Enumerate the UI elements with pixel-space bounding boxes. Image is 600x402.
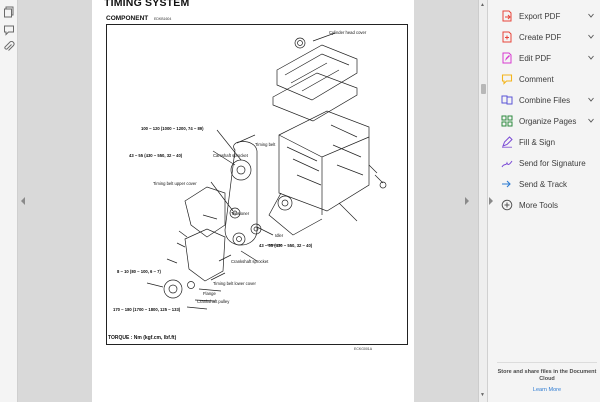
tool-label: Send & Track <box>519 179 568 189</box>
tool-fill-sign[interactable]: Fill & Sign <box>501 133 597 151</box>
tool-label: Export PDF <box>519 11 561 21</box>
document-cloud-text: Store and share files in the Document Cl… <box>497 369 597 382</box>
label-cylinder-head-cover: Cylinder head cover <box>329 30 367 35</box>
learn-more-link[interactable]: Learn More <box>532 387 562 393</box>
fill-sign-icon <box>502 136 513 148</box>
label-camshaft-sprocket: Camshaft sprocket <box>213 153 248 158</box>
tool-label: Edit PDF <box>519 53 552 63</box>
pdf-page: TIMING SYSTEM COMPONENT EDKB1604 <box>92 0 414 402</box>
combine-files-icon <box>501 95 513 105</box>
scroll-up-icon[interactable]: ▲ <box>480 2 485 8</box>
create-pdf-icon <box>502 31 512 43</box>
torque-unit-note: TORQUE : Nm (kgf.cm, lbf.ft) <box>108 335 177 341</box>
send-track-icon <box>502 180 511 188</box>
label-flange: Flange <box>203 291 216 296</box>
label-torque-cover-bolt: 8 ~ 10 (80 ~ 100, 6 ~ 7) <box>117 269 161 274</box>
copy-page-icon[interactable] <box>3 6 15 18</box>
panel-divider <box>487 0 488 402</box>
tool-edit-pdf[interactable]: Edit PDF <box>501 49 597 67</box>
label-torque-camshaft-bolt: 100 ~ 120 (1000 ~ 1200, 74 ~ 89) <box>141 126 204 131</box>
tool-label: Combine Files <box>519 95 571 105</box>
hide-tools-panel-icon[interactable] <box>488 196 494 206</box>
tool-label: Organize Pages <box>519 116 577 126</box>
section-heading: COMPONENT <box>106 15 149 22</box>
tool-organize-pages[interactable]: Organize Pages <box>501 112 597 130</box>
tool-send-for-signature[interactable]: Send for Signature <box>501 154 597 172</box>
organize-pages-icon <box>501 115 513 127</box>
tool-label: More Tools <box>519 200 558 210</box>
chevron-down-icon[interactable] <box>588 55 594 60</box>
label-torque-idler: 43 ~ 55 (430 ~ 550, 32 ~ 40) <box>259 243 313 248</box>
tools-panel: Export PDF Create PDF Edit PDF Comment C… <box>487 0 600 402</box>
chevron-down-icon[interactable] <box>588 118 594 123</box>
tool-label: Create PDF <box>519 32 562 42</box>
left-navigation-rail <box>0 0 18 402</box>
collapse-right-panel-icon[interactable] <box>464 196 470 206</box>
timing-system-diagram: Cylinder head cover 100 ~ 120 (1000 ~ 12… <box>106 24 408 345</box>
comment-icon <box>501 74 513 85</box>
more-tools-icon <box>501 199 513 211</box>
label-crankshaft-pulley: Crankshaft pulley <box>197 299 230 304</box>
comment-bubble-icon[interactable] <box>3 24 15 36</box>
document-viewport[interactable]: TIMING SYSTEM COMPONENT EDKB1604 <box>18 0 478 402</box>
vertical-scrollbar[interactable]: ▲ ▼ <box>478 0 487 402</box>
tool-create-pdf[interactable]: Create PDF <box>501 28 597 46</box>
tool-label: Send for Signature <box>519 158 586 168</box>
scrollbar-thumb[interactable] <box>481 84 486 94</box>
collapse-left-panel-icon[interactable] <box>20 196 26 206</box>
edit-pdf-icon <box>502 52 512 64</box>
label-torque-upper: 43 ~ 55 (430 ~ 550, 32 ~ 40) <box>129 153 183 158</box>
engine-exploded-view <box>146 32 387 310</box>
scroll-down-icon[interactable]: ▼ <box>480 392 485 398</box>
label-timing-belt: Timing belt <box>255 142 276 147</box>
tool-export-pdf[interactable]: Export PDF <box>501 7 597 25</box>
tool-more-tools[interactable]: More Tools <box>501 196 597 214</box>
tool-label: Fill & Sign <box>519 137 556 147</box>
chevron-down-icon[interactable] <box>588 34 594 39</box>
tool-comment[interactable]: Comment <box>501 70 597 88</box>
label-crankshaft-sprocket: Crankshaft sprocket <box>231 259 269 264</box>
page-title: TIMING SYSTEM <box>104 0 190 9</box>
section-code: EDKB1604 <box>154 17 172 21</box>
label-idler: Idler <box>275 233 284 238</box>
tool-combine-files[interactable]: Combine Files <box>501 91 597 109</box>
label-torque-pulley: 170 ~ 180 (1700 ~ 1800, 125 ~ 133) <box>113 307 181 312</box>
send-signature-icon <box>501 160 513 168</box>
label-tensioner: Tensioner <box>231 211 250 216</box>
tool-label: Comment <box>519 74 554 84</box>
chevron-down-icon[interactable] <box>588 97 594 102</box>
figure-code: ECKG001A <box>354 347 373 351</box>
tool-send-track[interactable]: Send & Track <box>501 175 597 193</box>
label-lower-cover: Timing belt lower cover <box>213 281 256 286</box>
document-cloud-promo: Store and share files in the Document Cl… <box>497 362 597 393</box>
chevron-down-icon[interactable] <box>588 13 594 18</box>
export-pdf-icon <box>502 10 512 22</box>
label-upper-cover: Timing belt upper cover <box>153 181 197 186</box>
attachment-paperclip-icon[interactable] <box>3 41 15 53</box>
